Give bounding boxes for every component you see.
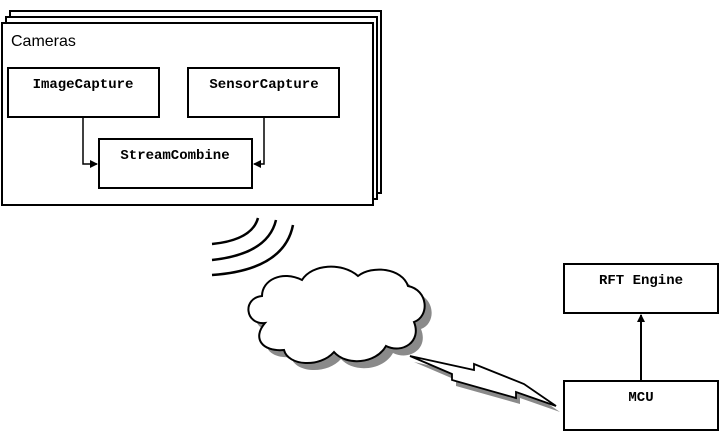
cameras-title: Cameras [11,33,76,50]
sensor-capture-box: SensorCapture [187,67,340,118]
cloud-icon [247,265,432,371]
lightning-body [409,355,557,407]
image-to-combine-arrow [82,117,98,168]
rft-engine-box: RFT Engine [563,263,719,314]
lightning-link-icon [409,355,560,412]
mcu-box: MCU [563,380,719,431]
wireless-signal-icon [211,217,295,277]
mcu-label: MCU [628,390,653,406]
sensor-to-combine-arrow [253,117,265,168]
image-capture-box: ImageCapture [7,67,160,118]
stream-combine-box: StreamCombine [98,138,253,189]
stream-combine-label: StreamCombine [120,148,229,164]
rft-engine-label: RFT Engine [599,273,683,289]
image-capture-label: ImageCapture [33,77,134,93]
cloud-body [247,265,426,365]
sensor-capture-label: SensorCapture [209,77,318,93]
